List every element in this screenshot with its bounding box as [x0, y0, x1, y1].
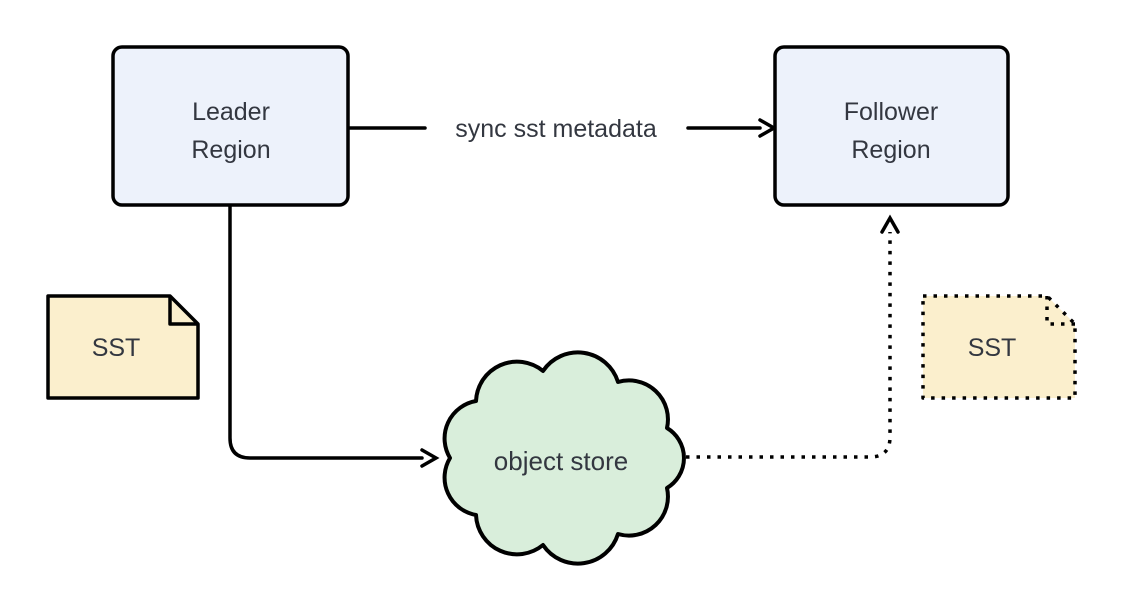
sst-replica-label: SST: [968, 334, 1017, 362]
edge-restore-sst: [686, 214, 900, 459]
sst-source-fold-icon: [168, 296, 198, 326]
object-store-cloud-icon: [442, 350, 686, 566]
edge-upload-sst: [228, 204, 440, 468]
sst-source-document-icon: [46, 294, 200, 400]
node-sst-source: SST: [46, 294, 200, 400]
node-sst-replica: SST: [921, 294, 1077, 400]
follower-region-label-line2: Region: [851, 136, 930, 164]
sst-source-label: SST: [92, 334, 141, 362]
follower-region-label-line1: Follower: [844, 98, 938, 126]
leader-region-box: [111, 45, 350, 207]
edge-sync-metadata: sync sst metadata: [346, 115, 778, 143]
follower-region-box: [773, 45, 1010, 207]
leader-region-label-line2: Region: [191, 136, 270, 164]
leader-region-label-line1: Leader: [192, 98, 270, 126]
edge-sync-metadata-label: sync sst metadata: [455, 115, 657, 143]
object-store-label: object store: [494, 446, 628, 476]
node-leader-region: Leader Region: [111, 45, 350, 207]
node-follower-region: Follower Region: [773, 45, 1010, 207]
node-object-store: object store: [442, 350, 686, 566]
sst-replica-document-icon: [921, 294, 1077, 400]
